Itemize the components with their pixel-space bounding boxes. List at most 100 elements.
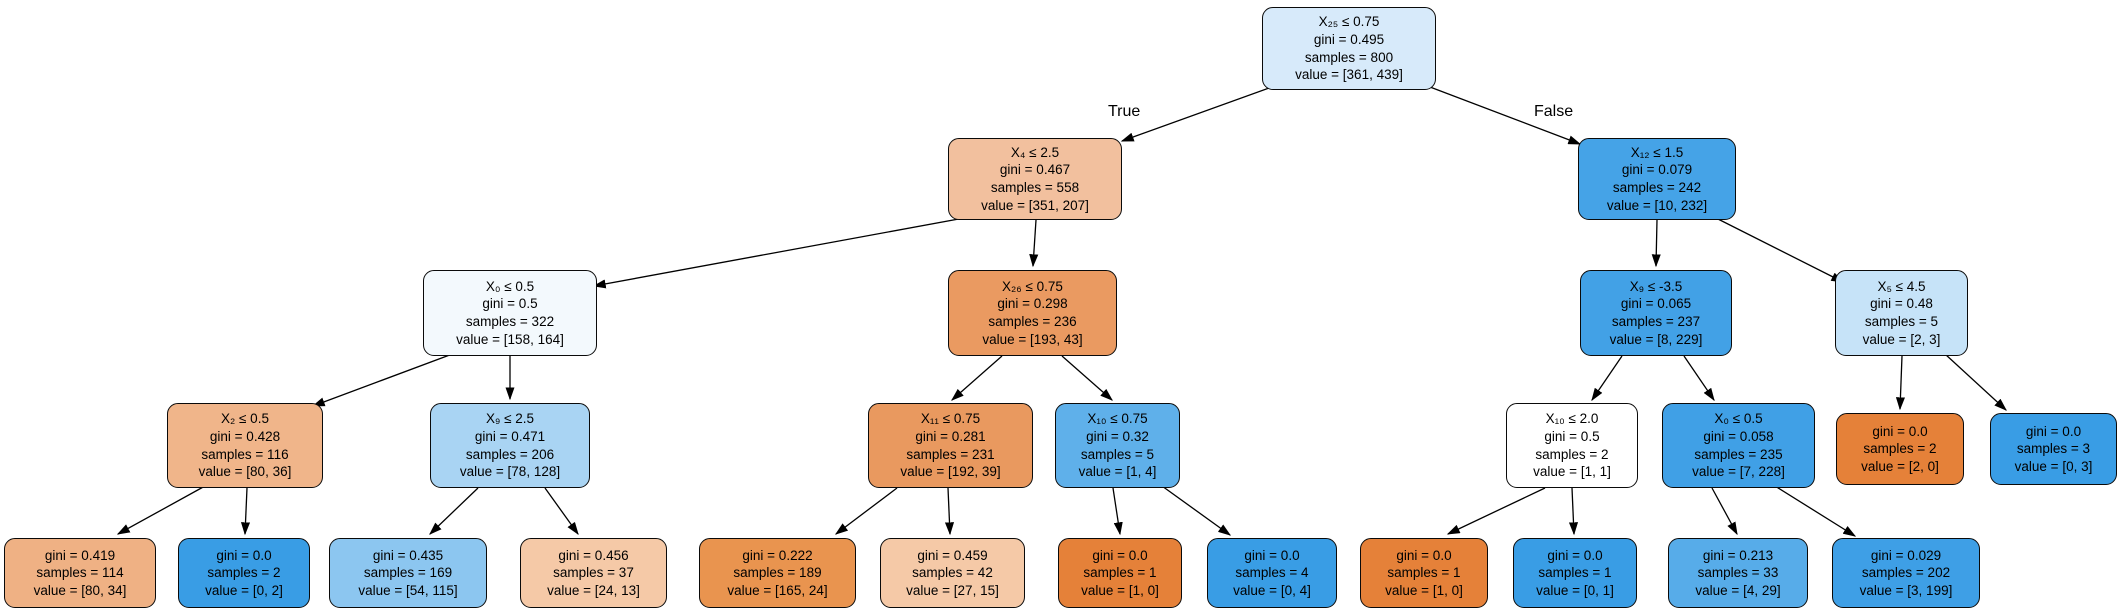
node-samples: samples = 42 [912,565,993,581]
node-samples: samples = 3 [2016,441,2091,457]
node-samples: samples = 2 [1535,446,1609,462]
node-condition: X₄ ≤ 2.5 [1010,144,1060,160]
tree-node-x0: X₀ ≤ 0.5 gini = 0.5 samples = 322 value … [423,270,597,356]
node-samples: samples = 169 [363,565,453,581]
tree-node-x26: X₂₆ ≤ 0.75 gini = 0.298 samples = 236 va… [948,270,1117,356]
node-samples: samples = 1 [1387,565,1461,581]
node-gini: gini = 0.48 [1870,296,1933,312]
tree-leaf: gini = 0.0 samples = 1 value = [0, 1] [1513,538,1637,608]
node-value: value = [24, 13] [547,582,640,598]
false-branch-label: False [1534,103,1574,120]
node-gini: gini = 0.079 [1621,162,1693,178]
node-value: value = [193, 43] [982,331,1083,347]
node-value: value = [7, 228] [1692,464,1785,480]
node-samples: samples = 116 [201,446,289,462]
node-samples: samples = 114 [36,565,124,581]
node-gini: gini = 0.0 [1872,423,1928,439]
node-samples: samples = 2 [1863,441,1937,457]
edge-n9-l6 [944,487,955,536]
node-value: value = [4, 29] [1695,582,1781,598]
tree-leaf: gini = 0.419 samples = 114 value = [80, … [4,538,156,608]
edge-n4-n10 [1061,355,1113,401]
node-condition: X₁₀ ≤ 2.0 [1545,411,1599,427]
edge-n12-l12 [1774,485,1857,537]
node-samples: samples = 235 [1694,446,1783,462]
edge-n12-l11 [1711,487,1738,536]
node-gini: gini = 0.0 [216,547,272,563]
node-samples: samples = 37 [553,565,634,581]
node-samples: samples = 189 [733,565,822,581]
edge-n11-l10 [1568,487,1579,536]
tree-node-root: X₂₅ ≤ 0.75 gini = 0.495 samples = 800 va… [1262,7,1436,90]
edge-n3-n7 [311,352,456,407]
edge-n2-n6 [1713,216,1845,283]
tree-node-x9: X₉ ≤ 2.5 gini = 0.471 samples = 206 valu… [430,403,590,488]
node-condition: X₂₅ ≤ 0.75 [1318,14,1380,30]
node-samples: samples = 5 [1080,446,1155,462]
tree-leaf: gini = 0.456 samples = 37 value = [24, 1… [520,538,667,608]
edge-n10-l8 [1161,485,1232,536]
tree-leaf: gini = 0.0 samples = 2 value = [0, 2] [178,538,310,608]
node-samples: samples = 242 [1612,180,1702,195]
node-gini: gini = 0.467 [999,162,1071,178]
node-value: value = [165, 24] [727,582,828,598]
tree-leaf: gini = 0.459 samples = 42 value = [27, 1… [880,538,1025,608]
node-value: value = [0, 3] [2014,458,2093,474]
node-value: value = [0, 2] [205,582,283,598]
node-gini: gini = 0.222 [742,547,813,563]
node-gini: gini = 0.298 [997,296,1068,312]
tree-leaf: gini = 0.0 samples = 2 value = [2, 0] [1836,413,1964,485]
tree-leaf: gini = 0.222 samples = 189 value = [165,… [699,538,856,608]
edge-n5-n11 [1591,355,1623,402]
node-condition: X₁₁ ≤ 0.75 [920,411,981,427]
tree-node-x4: X₄ ≤ 2.5 gini = 0.467 samples = 558 valu… [948,138,1122,220]
tree-leaf: gini = 0.0 samples = 3 value = [0, 3] [1990,413,2117,485]
node-samples: samples = 1 [1538,565,1612,581]
edge-n2-n5 [1651,219,1661,268]
node-value: value = [27, 15] [906,582,999,598]
node-value: value = [158, 164] [456,331,564,347]
node-samples: samples = 202 [1861,565,1951,581]
edge-n7-l1 [116,485,206,535]
node-value: value = [2, 0] [1861,458,1939,474]
edge-root-true [1120,86,1273,142]
node-gini: gini = 0.435 [372,547,444,563]
node-gini: gini = 0.471 [474,428,546,444]
edge-n8-l4 [544,487,579,536]
node-value: value = [3, 199] [1859,582,1953,598]
node-value: value = [78, 128] [459,464,561,480]
node-gini: gini = 0.419 [44,547,116,563]
node-gini: gini = 0.058 [1703,428,1774,444]
node-condition: X₅ ≤ 4.5 [1877,278,1926,294]
tree-leaf: gini = 0.0 samples = 4 value = [0, 4] [1207,538,1337,608]
node-gini: gini = 0.5 [482,296,538,312]
node-value: value = [0, 1] [1536,582,1614,598]
node-gini: gini = 0.428 [209,428,281,444]
tree-node-x10b: X₁₀ ≤ 2.0 gini = 0.5 samples = 2 value =… [1506,403,1638,488]
node-samples: samples = 322 [465,314,555,329]
node-value: value = [54, 115] [358,582,458,598]
tree-node-x5: X₅ ≤ 4.5 gini = 0.48 samples = 5 value =… [1835,270,1968,356]
node-gini: gini = 0.065 [1620,296,1692,312]
edge-n9-l5 [834,487,898,535]
tree-leaf: gini = 0.0 samples = 1 value = [1, 0] [1360,538,1488,608]
node-samples: samples = 800 [1304,49,1394,65]
node-gini: gini = 0.459 [917,547,988,563]
tree-node-x0b: X₀ ≤ 0.5 gini = 0.058 samples = 235 valu… [1662,403,1815,488]
node-condition: X₁₂ ≤ 1.5 [1630,144,1684,160]
node-value: value = [0, 4] [1233,582,1311,598]
tree-node-x9-neg: X₉ ≤ -3.5 gini = 0.065 samples = 237 val… [1580,270,1732,356]
node-gini: gini = 0.029 [1870,547,1942,563]
node-gini: gini = 0.456 [558,547,629,563]
node-value: value = [80, 36] [198,464,292,480]
node-samples: samples = 231 [906,446,995,462]
node-condition: X₉ ≤ 2.5 [485,411,535,427]
tree-node-x2: X₂ ≤ 0.5 gini = 0.428 samples = 116 valu… [167,403,323,488]
edge-n11-l9 [1446,487,1546,535]
node-value: value = [1, 4] [1078,464,1157,480]
node-samples: samples = 1 [1083,565,1157,581]
edge-n6-n13 [1895,355,1905,411]
node-samples: samples = 4 [1235,565,1309,581]
node-value: value = [351, 207] [981,197,1089,213]
